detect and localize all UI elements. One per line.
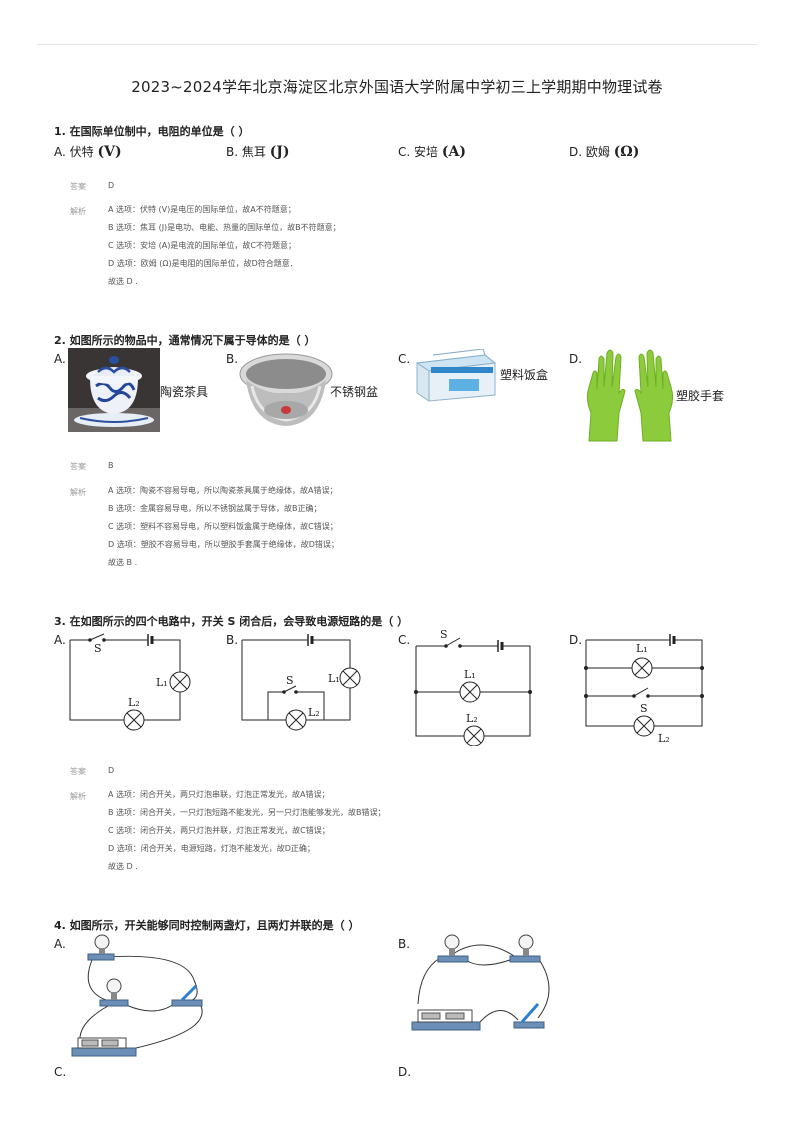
- rubber-gloves-image: [586, 349, 674, 442]
- q2-caption-d: 塑胶手套: [676, 389, 725, 403]
- q3-stem: 3. 在如图所示的四个电路中，开关 S 闭合后，会导致电源短路的是（ ）: [54, 615, 409, 628]
- q1-option-a[interactable]: A. 伏特 (V): [54, 144, 122, 160]
- circuit-d: L₁ S L₂: [584, 634, 704, 745]
- q2-option-a[interactable]: A.: [54, 352, 66, 366]
- analysis-line: A 选项：陶瓷不容易导电，所以陶瓷茶具属于绝缘体，故A错误；: [108, 486, 338, 495]
- q3-option-a[interactable]: A.: [54, 633, 66, 647]
- q3-option-d[interactable]: D.: [569, 633, 583, 647]
- analysis-line: A 选项：伏特 (V)是电压的国际单位，故A不符题意；: [108, 205, 296, 214]
- q3-analysis: A 选项：闭合开关，两只灯泡串联，灯泡正常发光，故A错误； B 选项：闭合开关，…: [108, 786, 386, 876]
- switch-label: S: [94, 642, 102, 655]
- wiring-diagram-b: [411, 934, 550, 1031]
- analysis-line: B 选项：金属容易导电，所以不锈钢盆属于导体，故B正确；: [108, 504, 322, 513]
- q2-option-b[interactable]: B.: [226, 352, 239, 366]
- analysis-line: C 选项：安培 (A)是电流的国际单位，故C不符题意；: [108, 241, 296, 250]
- lamp-label: L₁: [636, 642, 648, 655]
- header-rule: [37, 44, 757, 45]
- page-title: 2023~2024学年北京海淀区北京外国语大学附属中学初三上学期期中物理试卷: [131, 78, 663, 96]
- lamp-label: L₁: [156, 676, 168, 689]
- q4-stem: 4. 如图所示，开关能够同时控制两盏灯，且两灯并联的是（ ）: [54, 919, 360, 932]
- q1-stem: 1. 在国际单位制中，电阻的单位是（ ）: [54, 125, 250, 138]
- analysis-line: 故选 D .: [108, 862, 138, 871]
- lamp-label: L₂: [128, 696, 140, 709]
- circuit-c: S L₁ L₂: [414, 628, 532, 746]
- switch-label: S: [440, 628, 448, 641]
- lamp-label: L₂: [466, 712, 478, 725]
- q2-option-d[interactable]: D.: [569, 352, 583, 366]
- q1-option-d[interactable]: D. 欧姆 (Ω): [569, 144, 640, 160]
- analysis-line: B 选项：闭合开关，一只灯泡短路不能发光，另一只灯泡能够发光，故B错误；: [108, 808, 386, 817]
- q2-analysis-label: 解析: [70, 488, 86, 497]
- lamp-label: L₁: [328, 672, 340, 685]
- q4-option-a[interactable]: A.: [54, 937, 66, 951]
- analysis-line: A 选项：闭合开关，两只灯泡串联，灯泡正常发光，故A错误；: [108, 790, 330, 799]
- analysis-line: D 选项：欧姆 (Ω)是电阻的国际单位，故D符合题意．: [108, 259, 298, 268]
- porcelain-tea-set-image: [68, 348, 160, 432]
- circuit-a: S L₁ L₂: [69, 633, 191, 731]
- q3-answer: D: [108, 766, 115, 775]
- q1-analysis: A 选项：伏特 (V)是电压的国际单位，故A不符题意； B 选项：焦耳 (J)是…: [108, 201, 341, 291]
- q3-analysis-label: 解析: [70, 792, 86, 801]
- q2-stem: 2. 如图所示的物品中，通常情况下属于导体的是（ ）: [54, 334, 316, 347]
- q4-option-b[interactable]: B.: [398, 937, 411, 951]
- analysis-line: D 选项：塑胶不容易导电，所以塑胶手套属于绝缘体，故D错误；: [108, 540, 339, 549]
- analysis-line: C 选项：闭合开关，两只灯泡并联，灯泡正常发光，故C错误；: [108, 826, 330, 835]
- analysis-line: 故选 D .: [108, 277, 138, 286]
- q1-option-c[interactable]: C. 安培 (A): [398, 144, 466, 160]
- q1-option-b[interactable]: B. 焦耳 (J): [226, 144, 290, 160]
- q2-caption-c: 塑料饭盒: [500, 368, 549, 382]
- q2-answer-label: 答案: [70, 462, 86, 471]
- q4-option-d[interactable]: D.: [398, 1065, 412, 1079]
- q1-answer: D: [108, 181, 115, 190]
- q1-analysis-label: 解析: [70, 207, 86, 216]
- q2-caption-a: 陶瓷茶具: [160, 385, 209, 399]
- q3-option-b[interactable]: B.: [226, 633, 239, 647]
- q3-answer-label: 答案: [70, 767, 86, 776]
- switch-label: S: [286, 674, 294, 687]
- q2-caption-b: 不锈钢盆: [330, 385, 379, 399]
- switch-label: S: [640, 702, 648, 715]
- q2-answer: B: [108, 461, 114, 470]
- q4-option-c[interactable]: C.: [54, 1065, 67, 1079]
- circuit-b: S L₁ L₂: [241, 634, 361, 731]
- q3-option-c[interactable]: C.: [398, 633, 411, 647]
- lamp-label: L₁: [464, 668, 476, 681]
- analysis-line: D 选项：闭合开关，电源短路，灯泡不能发光，故D正确；: [108, 844, 315, 853]
- lamp-label: L₂: [308, 706, 320, 719]
- q1-answer-label: 答案: [70, 182, 86, 191]
- q2-analysis: A 选项：陶瓷不容易导电，所以陶瓷茶具属于绝缘体，故A错误； B 选项：金属容易…: [108, 482, 339, 572]
- lamp-label: L₂: [658, 732, 670, 745]
- analysis-line: C 选项：塑料不容易导电，所以塑料饭盒属于绝缘体，故C错误；: [108, 522, 338, 531]
- stainless-basin-image: [239, 353, 333, 426]
- analysis-line: B 选项：焦耳 (J)是电功、电能、热量的国际单位，故B不符题意；: [108, 223, 341, 232]
- analysis-line: 故选 B .: [108, 558, 138, 567]
- plastic-lunchbox-image: [415, 349, 497, 402]
- q2-option-c[interactable]: C.: [398, 352, 411, 366]
- wiring-diagram-a: [71, 934, 203, 1057]
